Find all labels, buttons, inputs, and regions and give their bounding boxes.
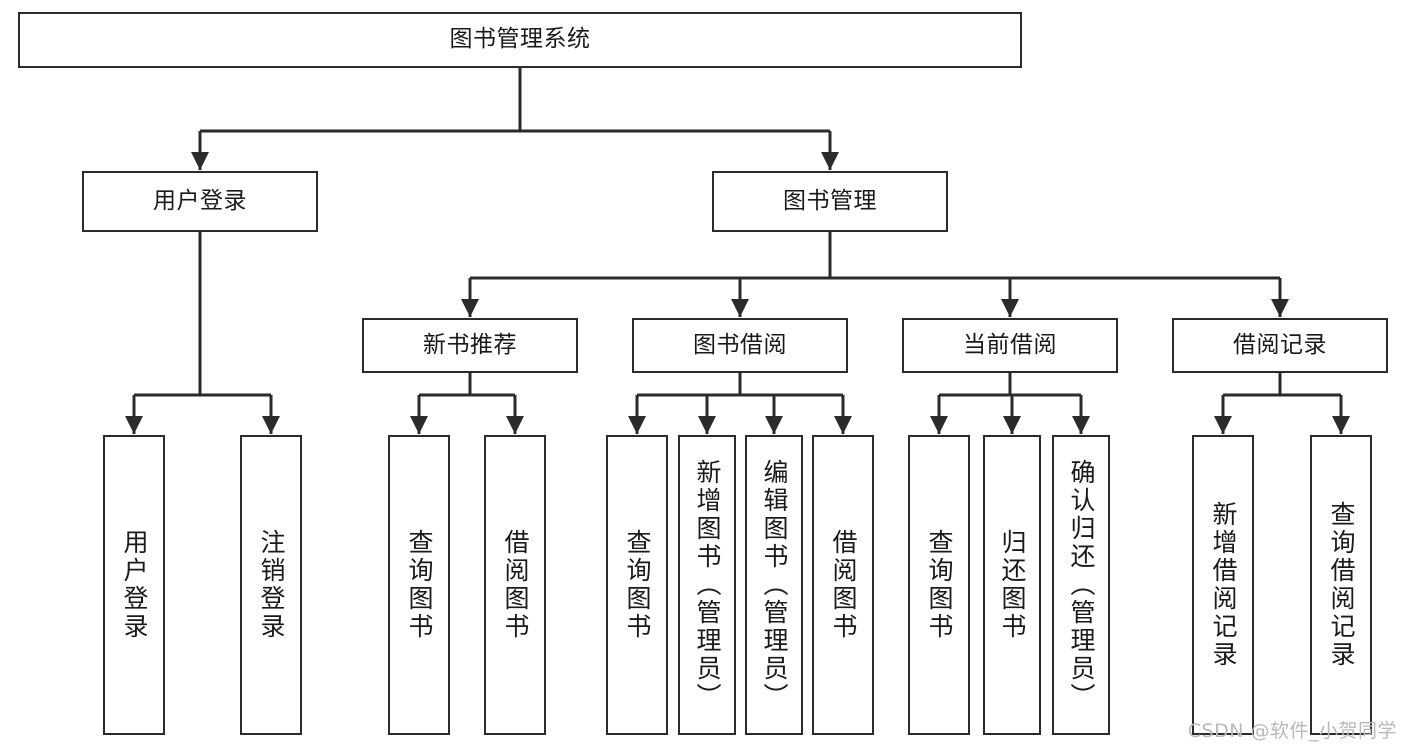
node-label: 新增借阅记录 bbox=[1209, 501, 1238, 669]
arrowhead-login-0 bbox=[125, 416, 143, 434]
arrowhead-newbook-0 bbox=[410, 416, 428, 434]
node-bookmgmt[interactable]: 图书管理 bbox=[712, 171, 948, 232]
node-label: 用户登录 bbox=[120, 529, 149, 641]
arrowhead-borrow-3 bbox=[834, 416, 852, 434]
arrowhead-bookmgmt-3 bbox=[1271, 299, 1289, 317]
node-label: 归还图书 bbox=[998, 529, 1027, 641]
node-leaf-cu-confirm[interactable]: 确认归还（管理员） bbox=[1052, 435, 1110, 735]
node-leaf-re-search[interactable]: 查询借阅记录 bbox=[1310, 435, 1372, 735]
arrowhead-bookmgmt-0 bbox=[461, 299, 479, 317]
node-leaf-cu-search[interactable]: 查询图书 bbox=[908, 435, 970, 735]
arrowhead-bookmgmt-1 bbox=[731, 299, 749, 317]
arrowhead-current-2 bbox=[1072, 416, 1090, 434]
node-leaf-cu-return[interactable]: 归还图书 bbox=[983, 435, 1041, 735]
node-borrow[interactable]: 图书借阅 bbox=[632, 318, 848, 373]
node-label: 查询图书 bbox=[925, 529, 954, 641]
node-leaf-nb-borrow[interactable]: 借阅图书 bbox=[484, 435, 546, 735]
node-label: 借阅图书 bbox=[829, 529, 858, 641]
node-newbook[interactable]: 新书推荐 bbox=[362, 318, 578, 373]
node-label: 当前借阅 bbox=[963, 331, 1057, 358]
arrowhead-root-0 bbox=[191, 152, 209, 170]
node-label: 借阅记录 bbox=[1233, 331, 1327, 358]
node-label: 确认归还（管理员） bbox=[1067, 459, 1096, 711]
node-current[interactable]: 当前借阅 bbox=[902, 318, 1118, 373]
node-label: 图书管理系统 bbox=[449, 26, 591, 53]
node-leaf-bo-add[interactable]: 新增图书（管理员） bbox=[678, 435, 736, 735]
node-label: 新书推荐 bbox=[423, 331, 517, 358]
arrowhead-borrow-2 bbox=[765, 416, 783, 434]
node-label: 借阅图书 bbox=[501, 529, 530, 641]
arrowhead-borrow-1 bbox=[698, 416, 716, 434]
node-records[interactable]: 借阅记录 bbox=[1172, 318, 1388, 373]
node-label: 查询借阅记录 bbox=[1327, 501, 1356, 669]
node-label: 注销登录 bbox=[257, 529, 286, 641]
node-label: 编辑图书（管理员） bbox=[760, 459, 789, 711]
node-label: 查询图书 bbox=[623, 529, 652, 641]
arrowhead-records-1 bbox=[1332, 416, 1350, 434]
node-label: 新增图书（管理员） bbox=[693, 459, 722, 711]
node-leaf-bo-edit[interactable]: 编辑图书（管理员） bbox=[745, 435, 803, 735]
node-leaf-bo-search[interactable]: 查询图书 bbox=[606, 435, 668, 735]
arrowhead-current-1 bbox=[1003, 416, 1021, 434]
node-root[interactable]: 图书管理系统 bbox=[18, 12, 1022, 68]
arrowhead-records-0 bbox=[1214, 416, 1232, 434]
node-leaf-re-add[interactable]: 新增借阅记录 bbox=[1192, 435, 1254, 735]
node-leaf-nb-search[interactable]: 查询图书 bbox=[388, 435, 450, 735]
arrowhead-borrow-0 bbox=[628, 416, 646, 434]
node-label: 图书管理 bbox=[783, 187, 877, 214]
arrowhead-current-0 bbox=[930, 416, 948, 434]
node-login[interactable]: 用户登录 bbox=[82, 171, 318, 232]
arrowhead-root-1 bbox=[821, 152, 839, 170]
arrowhead-bookmgmt-2 bbox=[1001, 299, 1019, 317]
arrowhead-newbook-1 bbox=[506, 416, 524, 434]
node-leaf-bo-borrow[interactable]: 借阅图书 bbox=[812, 435, 874, 735]
node-label: 用户登录 bbox=[153, 187, 247, 214]
node-leaf-login[interactable]: 用户登录 bbox=[103, 435, 165, 735]
node-leaf-logout[interactable]: 注销登录 bbox=[240, 435, 302, 735]
node-label: 查询图书 bbox=[405, 529, 434, 641]
node-label: 图书借阅 bbox=[693, 331, 787, 358]
arrowhead-login-1 bbox=[262, 416, 280, 434]
